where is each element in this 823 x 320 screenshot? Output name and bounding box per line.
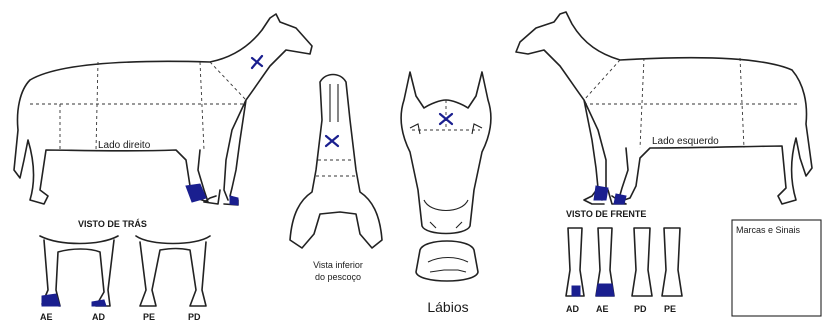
horse-right-side: Lado direito — [14, 14, 312, 205]
rear-view: VISTO DE TRÁS AE AD PE PD — [40, 219, 210, 320]
front-leg-label: AE — [596, 304, 609, 314]
front-leg-label: PE — [664, 304, 676, 314]
neck-view-label-line1: Vista inferior — [313, 260, 363, 270]
front-view: VISTO DE FRENTE AD AE PD PE — [566, 209, 682, 314]
marks-box-title: Marcas e Sinais — [736, 225, 801, 235]
rear-leg-label: PD — [188, 312, 201, 320]
lips-view: Lábios — [416, 241, 478, 315]
horse-left-side: Lado esquerdo — [516, 12, 812, 204]
left-side-label: Lado esquerdo — [652, 136, 719, 147]
front-leg-label: PD — [634, 304, 647, 314]
rear-leg-label: AE — [40, 312, 53, 320]
neck-underside-view: Vista inferior do pescoço — [290, 75, 382, 283]
marks-box: Marcas e Sinais — [732, 220, 821, 316]
lips-label: Lábios — [427, 299, 468, 315]
head-front-view — [401, 72, 491, 234]
neck-view-label-line2: do pescoço — [315, 272, 361, 282]
front-leg-label: AD — [566, 304, 579, 314]
rear-view-title: VISTO DE TRÁS — [78, 219, 147, 229]
rear-leg-label: PE — [143, 312, 155, 320]
front-view-title: VISTO DE FRENTE — [566, 209, 646, 219]
right-side-label: Lado direito — [98, 140, 151, 151]
rear-leg-label: AD — [92, 312, 105, 320]
